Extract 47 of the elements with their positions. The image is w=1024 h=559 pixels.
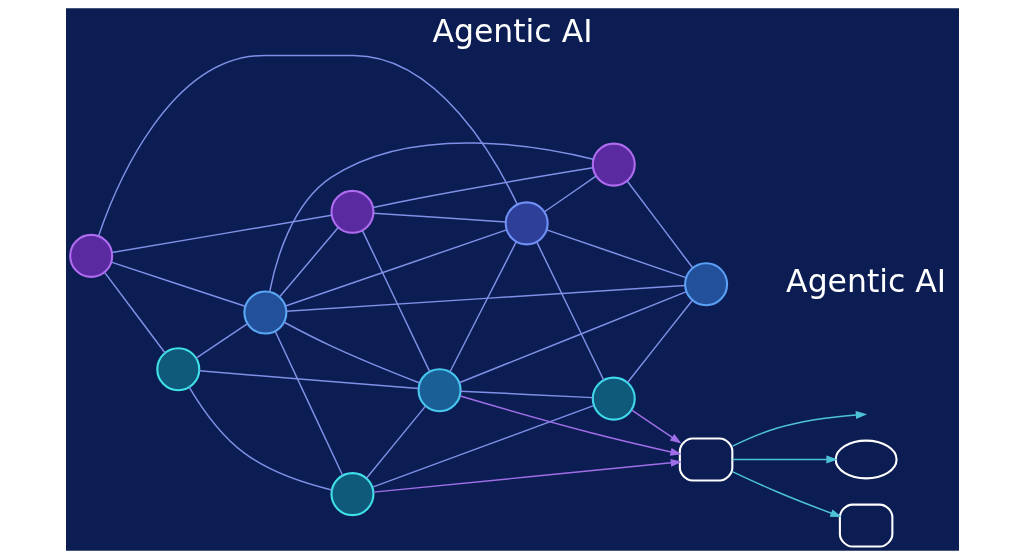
arrow bbox=[731, 455, 838, 464]
node-circle bbox=[68, 233, 113, 278]
diagram-title: Agentic AI bbox=[431, 12, 593, 49]
connector bbox=[545, 229, 687, 279]
connector bbox=[459, 390, 593, 399]
connector bbox=[97, 54, 518, 237]
node-cloud bbox=[834, 439, 898, 480]
node-circle bbox=[504, 201, 549, 246]
node-circle bbox=[329, 189, 374, 234]
connector bbox=[365, 405, 426, 480]
connector bbox=[543, 175, 597, 213]
arrow bbox=[459, 395, 682, 456]
connector bbox=[273, 330, 343, 477]
node-box bbox=[678, 437, 733, 482]
connector bbox=[284, 229, 507, 307]
connector bbox=[448, 241, 517, 373]
node-circle bbox=[329, 472, 374, 517]
connector bbox=[371, 404, 594, 488]
connector bbox=[361, 229, 430, 373]
node-circle bbox=[417, 368, 462, 413]
arrow bbox=[630, 409, 681, 444]
node-box bbox=[838, 503, 893, 548]
connector bbox=[194, 323, 248, 359]
connector bbox=[278, 226, 339, 298]
connector bbox=[626, 180, 693, 269]
node-circle bbox=[591, 376, 636, 421]
node-circle bbox=[155, 347, 200, 392]
label: Agentic AI bbox=[785, 263, 946, 300]
connector bbox=[282, 321, 420, 384]
connector bbox=[198, 370, 419, 390]
connector bbox=[457, 290, 687, 384]
node-circle bbox=[242, 290, 287, 335]
connector bbox=[371, 167, 594, 209]
connector bbox=[285, 284, 686, 312]
connector bbox=[268, 142, 594, 293]
connector bbox=[110, 214, 332, 254]
node-circle bbox=[591, 142, 636, 187]
arrow bbox=[731, 470, 842, 518]
connector bbox=[372, 212, 506, 223]
node-circle bbox=[683, 262, 728, 307]
connector bbox=[535, 241, 604, 381]
connector bbox=[110, 261, 246, 307]
connector bbox=[103, 271, 166, 354]
arrow bbox=[372, 458, 682, 493]
connector bbox=[188, 386, 332, 491]
arrow bbox=[731, 411, 867, 447]
connector bbox=[626, 299, 693, 383]
